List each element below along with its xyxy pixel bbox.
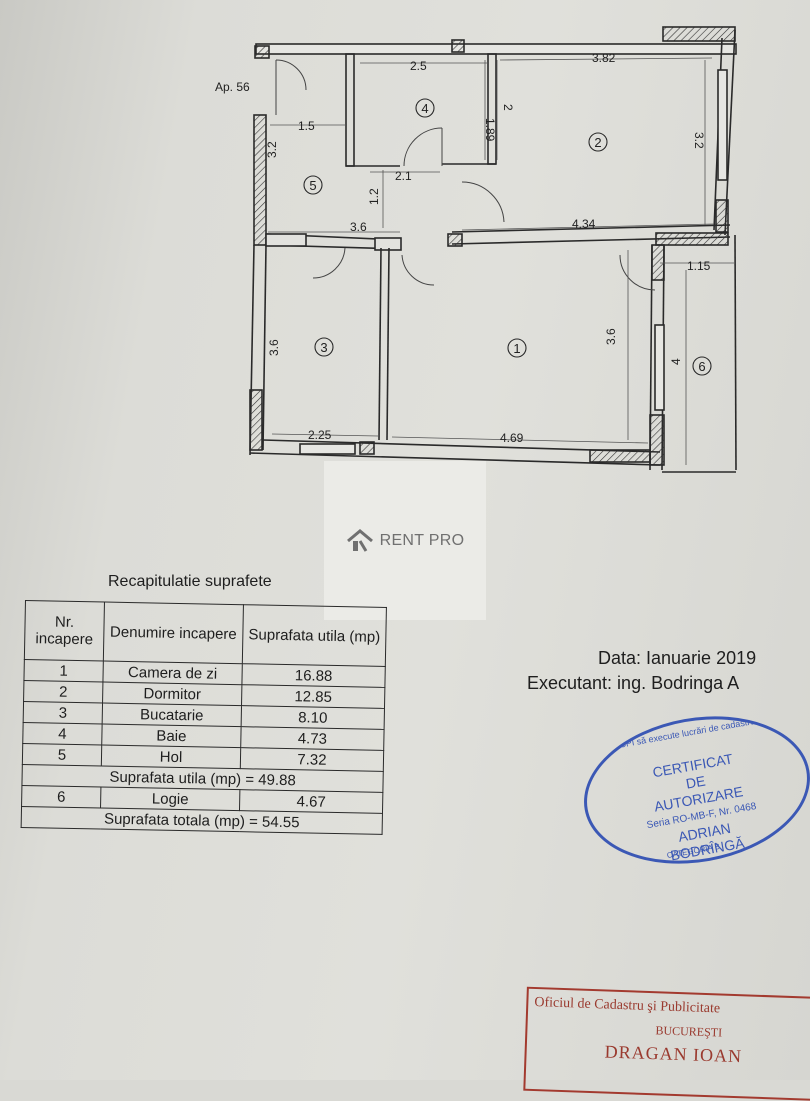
dimension-labels: 2.5 3.82 1.89 2 1.5 3.2 3.2 2.1 1.2 3.6 …	[265, 51, 711, 445]
office-line-3: DRAGAN IOAN	[604, 1041, 743, 1067]
cell-area: 7.32	[240, 747, 384, 772]
rent-pro-watermark: RENT PRO	[324, 461, 486, 620]
dim-3-6-left: 3.6	[267, 339, 281, 356]
room-marker-5: 5	[303, 175, 323, 195]
cell-nr: 2	[23, 680, 103, 704]
cadastre-office-stamp: Oficiul de Cadastru şi Publicitate BUCUR…	[523, 986, 810, 1101]
svg-text:6: 6	[698, 359, 705, 374]
room-marker-6: 6	[692, 356, 712, 376]
document-date: Data: Ianuarie 2019	[598, 648, 757, 668]
house-logo-icon	[346, 528, 373, 552]
dim-1-15: 1.15	[687, 259, 711, 273]
svg-text:2: 2	[594, 135, 601, 150]
room-marker-3: 3	[314, 337, 334, 357]
room-marker-4: 4	[415, 98, 435, 118]
cell-name: Logie	[100, 786, 240, 811]
cell-area: 12.85	[241, 684, 385, 709]
cell-name: Baie	[101, 724, 242, 748]
apartment-label: Ap. 56	[215, 80, 250, 94]
document-meta: Data: Ianuarie 2019 Executant: ing. Bodr…	[527, 646, 756, 696]
recap-table: Nr. incapere Denumire incapere Suprafata…	[21, 600, 387, 835]
svg-text:4: 4	[421, 101, 428, 116]
cell-nr: 5	[22, 743, 102, 766]
room-marker-2: 2	[588, 132, 608, 152]
svg-text:3: 3	[320, 340, 327, 355]
recap-title: Recapitulatie suprafete	[108, 573, 272, 590]
dim-1-89: 1.89	[483, 118, 497, 142]
header-name: Denumire incapere	[103, 602, 244, 664]
cell-nr: 1	[23, 659, 104, 683]
table-header-row: Nr. incapere Denumire incapere Suprafata…	[24, 600, 387, 667]
dim-3-82: 3.82	[592, 51, 616, 65]
cell-name: Dormitor	[102, 682, 242, 706]
dim-2: 2	[501, 104, 515, 111]
dim-4-69: 4.69	[500, 431, 524, 445]
dim-2-25: 2.25	[308, 428, 332, 442]
cell-area: 16.88	[241, 663, 386, 688]
walls	[249, 26, 737, 473]
cell-nr: 6	[21, 785, 101, 808]
cell-area: 8.10	[241, 705, 385, 730]
document-executant: Executant: ing. Bodringa A	[527, 673, 740, 693]
dim-3-2-left: 3.2	[265, 141, 279, 158]
cell-nr: 3	[23, 701, 103, 725]
dimension-lines	[268, 57, 734, 465]
cell-nr: 4	[22, 722, 103, 745]
svg-text:5: 5	[309, 178, 316, 193]
doors	[275, 59, 656, 291]
watermark-text: RENT PRO	[379, 531, 465, 549]
cell-area: 4.67	[239, 789, 383, 814]
cell-name: Camera de zi	[102, 661, 243, 685]
office-line-1: Oficiul de Cadastru şi Publicitate	[534, 995, 721, 1017]
floor-plan: 2.5 3.82 1.89 2 1.5 3.2 3.2 2.1 1.2 3.6 …	[249, 26, 737, 473]
dim-4: 4	[669, 358, 683, 365]
header-nr: Nr. incapere	[24, 600, 105, 662]
dim-1-5: 1.5	[298, 119, 315, 133]
room-marker-1: 1	[507, 338, 527, 358]
cell-area: 4.73	[240, 726, 385, 751]
dim-4-34: 4.34	[572, 217, 596, 231]
room-markers: 1 2 3 4 5 6	[303, 98, 712, 376]
dim-3-2-right: 3.2	[692, 132, 706, 149]
dim-2-1: 2.1	[395, 169, 412, 183]
dim-3-6-right: 3.6	[604, 328, 618, 345]
office-line-2: BUCUREŞTI	[655, 1023, 723, 1040]
svg-text:1: 1	[513, 341, 520, 356]
cell-name: Hol	[101, 744, 241, 769]
dim-2-5: 2.5	[410, 59, 427, 73]
dim-1-2: 1.2	[367, 188, 381, 205]
header-area: Suprafata utila (mp)	[242, 604, 387, 667]
dim-3-6-top: 3.6	[350, 220, 367, 234]
cell-name: Bucatarie	[102, 703, 242, 727]
